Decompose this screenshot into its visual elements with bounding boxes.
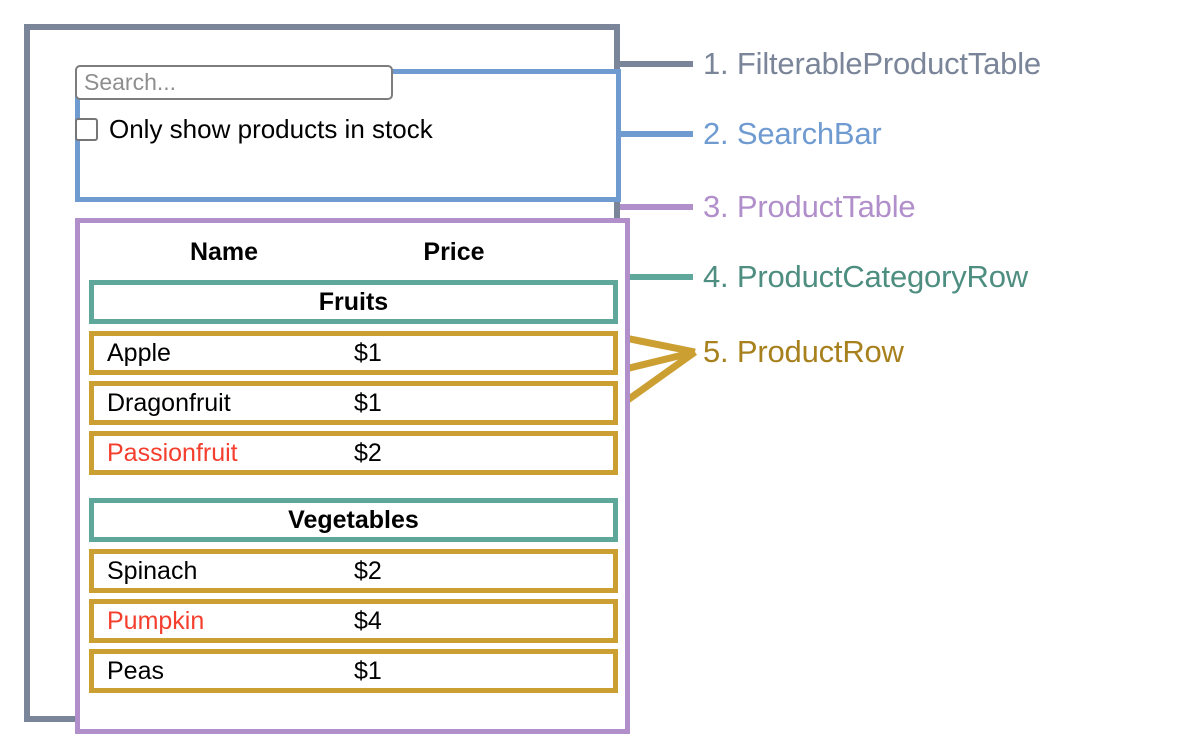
legend-item-search-bar: 2. SearchBar (703, 118, 882, 149)
product-name-cell: Apple (107, 338, 171, 367)
product-category-label: Vegetables (288, 505, 419, 534)
in-stock-filter-row[interactable]: Only show products in stock (75, 116, 433, 142)
product-row: Dragonfruit $1 (89, 381, 618, 425)
product-name-cell: Passionfruit (107, 438, 238, 467)
search-input[interactable] (75, 65, 393, 100)
legend-number-5: 5. (703, 334, 729, 369)
product-name-cell: Pumpkin (107, 606, 205, 635)
legend-item-product-row: 5. ProductRow (703, 336, 904, 367)
product-row: Passionfruit $2 (89, 431, 618, 475)
legend-label-3: ProductTable (736, 189, 916, 224)
legend-number-1: 1. (703, 46, 729, 81)
product-name-cell: Spinach (107, 556, 198, 585)
legend-label-4: ProductCategoryRow (736, 259, 1028, 294)
legend-number-4: 4. (703, 259, 729, 294)
legend-number-3: 3. (703, 189, 729, 224)
product-table-header-row: Name Price (89, 231, 618, 273)
product-price-cell: $4 (354, 606, 382, 635)
legend-label-2: SearchBar (736, 116, 882, 151)
product-row: Peas $1 (89, 649, 618, 693)
legend-item-product-category-row: 4. ProductCategoryRow (703, 261, 1028, 292)
group-spacer (89, 481, 618, 498)
legend-label-5: ProductRow (736, 334, 904, 369)
legend-item-product-table: 3. ProductTable (703, 189, 916, 224)
product-price-cell: $2 (354, 438, 382, 467)
product-price-cell: $1 (354, 388, 382, 417)
legend-label-1: FilterableProductTable (736, 46, 1041, 81)
product-row: Spinach $2 (89, 549, 618, 593)
product-name-cell: Dragonfruit (107, 388, 231, 417)
in-stock-checkbox-label: Only show products in stock (109, 114, 433, 144)
product-price-cell: $1 (354, 656, 382, 685)
product-category-row: Vegetables (89, 498, 618, 542)
product-category-row: Fruits (89, 280, 618, 324)
product-row: Pumpkin $4 (89, 599, 618, 643)
column-header-price: Price (423, 238, 485, 266)
product-row: Apple $1 (89, 331, 618, 375)
product-name-cell: Peas (107, 656, 164, 685)
product-price-cell: $1 (354, 338, 382, 367)
product-price-cell: $2 (354, 556, 382, 585)
in-stock-checkbox[interactable] (75, 117, 98, 141)
column-header-name: Name (189, 238, 259, 266)
filterable-product-table-boundary: Only show products in stock Name Price F… (24, 24, 630, 734)
legend-number-2: 2. (703, 116, 729, 151)
product-category-label: Fruits (318, 287, 389, 316)
legend-item-filterable-product-table: 1. FilterableProductTable (703, 48, 1041, 79)
